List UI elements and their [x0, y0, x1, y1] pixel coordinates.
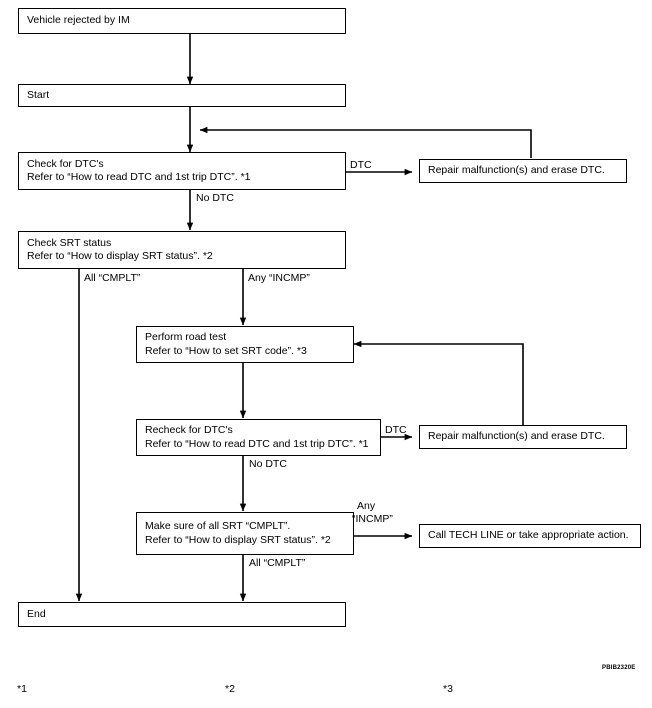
edge-repair2-feedback: [353, 340, 524, 425]
node-end[interactable]: End: [18, 602, 346, 627]
edge-label-any-incmp-1: Any “INCMP”: [248, 272, 310, 284]
node-tech-line[interactable]: Call TECH LINE or take appropriate actio…: [419, 524, 641, 548]
edge-label-any-incmp-2-bottom: “INCMP”: [352, 513, 393, 525]
node-line: Check SRT status: [27, 236, 112, 249]
node-line: Repair malfunction(s) and erase DTC.: [428, 164, 605, 177]
node-line: End: [27, 607, 46, 620]
node-line: Repair malfunction(s) and erase DTC.: [428, 430, 605, 443]
edge-label-all-cmplt-2: All “CMPLT”: [249, 557, 306, 569]
node-line: Start: [27, 88, 50, 101]
edge-label-any-incmp-2-top: Any: [357, 500, 376, 512]
node-start[interactable]: Start: [18, 84, 346, 107]
node-line: Refer to “How to display SRT status”. *2: [27, 250, 213, 262]
node-repair-erase-1[interactable]: Repair malfunction(s) and erase DTC.: [419, 159, 627, 183]
node-recheck-dtc[interactable]: Recheck for DTC's Refer to “How to read …: [136, 419, 381, 456]
node-line: Check for DTC's: [27, 157, 104, 170]
node-line: Refer to “How to read DTC and 1st trip D…: [145, 437, 369, 450]
node-road-test[interactable]: Perform road test Refer to “How to set S…: [136, 326, 354, 363]
node-line: Perform road test: [145, 331, 227, 343]
footnote-mark-3: *3: [443, 683, 453, 695]
node-make-sure-srt[interactable]: Make sure of all SRT “CMPLT”. Refer to “…: [136, 512, 354, 555]
node-check-srt[interactable]: Check SRT status Refer to “How to displa…: [18, 231, 346, 269]
node-repair-erase-2[interactable]: Repair malfunction(s) and erase DTC.: [419, 425, 627, 449]
edge-label-all-cmplt-1: All “CMPLT”: [84, 272, 141, 284]
figure-code: PBIB2320E: [602, 665, 636, 671]
node-check-dtc[interactable]: Check for DTC's Refer to “How to read DT…: [18, 152, 346, 190]
node-line: Make sure of all SRT “CMPLT”.: [145, 520, 291, 532]
node-line: Recheck for DTC's: [145, 424, 233, 436]
node-line: Refer to “How to read DTC and 1st trip D…: [27, 171, 251, 183]
node-vehicle-rejected[interactable]: Vehicle rejected by IM: [18, 8, 346, 34]
footnote-mark-2: *2: [225, 683, 235, 695]
footnote-mark-1: *1: [17, 683, 27, 695]
node-line: Refer to “How to set SRT code”. *3: [145, 344, 307, 357]
node-line: Vehicle rejected by IM: [27, 14, 130, 27]
edge-label-dtc-1: DTC: [350, 159, 372, 171]
node-line: Call TECH LINE or take appropriate actio…: [428, 529, 629, 542]
node-line: Refer to “How to display SRT status”. *2: [145, 533, 331, 546]
edge-label-no-dtc-2: No DTC: [249, 458, 287, 470]
edge-label-no-dtc-1: No DTC: [196, 192, 234, 204]
edge-label-dtc-2: DTC: [385, 424, 407, 436]
